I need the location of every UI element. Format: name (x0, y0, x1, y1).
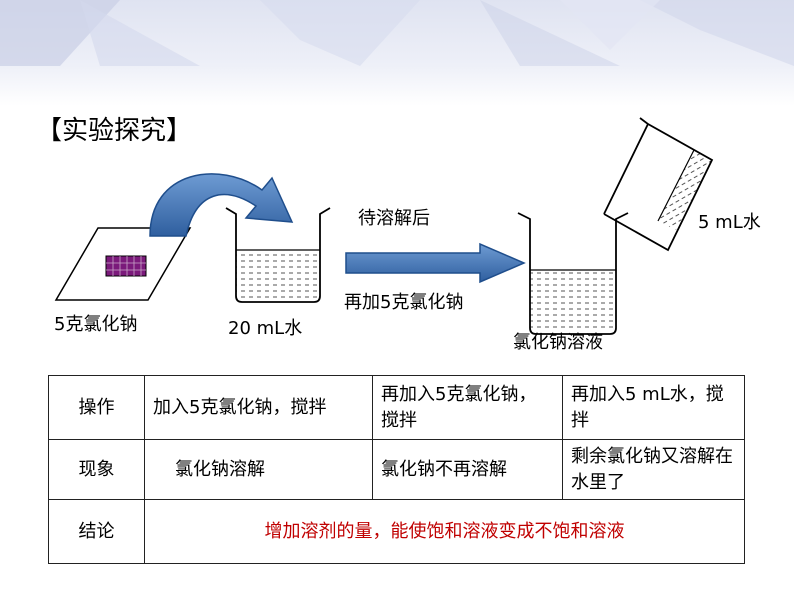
header-banner (0, 0, 794, 66)
water-label: 20 mL水 (228, 318, 303, 339)
tilted-cylinder (603, 117, 714, 252)
water-add-label: 5 mL水 (698, 212, 761, 233)
straight-arrow-icon (345, 242, 526, 284)
conclusion-cell: 增加溶剂的量，能使饱和溶液变成不饱和溶液 (144, 499, 745, 564)
table-cell: 加入5克氯化钠，搅拌 (144, 375, 373, 440)
beaker-solution (517, 212, 629, 335)
banner-fade (0, 66, 794, 106)
table-row: 操作 加入5克氯化钠，搅拌 再加入5克氯化钠，搅拌 再加入5 mL水，搅拌 (48, 375, 745, 440)
table-cell: 氯化钠不再溶解 (372, 439, 563, 500)
results-table: 操作 加入5克氯化钠，搅拌 再加入5克氯化钠，搅拌 再加入5 mL水，搅拌 现象… (48, 375, 745, 564)
row-header-conclusion: 结论 (48, 499, 145, 564)
experiment-diagram (54, 117, 714, 335)
row-header-phenomenon: 现象 (48, 439, 145, 500)
table-row: 现象 氯化钠溶解 氯化钠不再溶解 剩余氯化钠又溶解在水里了 (48, 439, 745, 500)
beaker-water (225, 207, 331, 303)
table-row: 结论 增加溶剂的量，能使饱和溶液变成不饱和溶液 (48, 499, 745, 564)
solution-label: 氯化钠溶液 (513, 332, 603, 353)
table-cell: 再加入5 mL水，搅拌 (562, 375, 745, 440)
table-cell: 氯化钠溶解 (144, 439, 373, 500)
wait-label: 待溶解后 (358, 208, 430, 229)
salt-label: 5克氯化钠 (54, 314, 138, 335)
table-cell: 再加入5克氯化钠，搅拌 (372, 375, 563, 440)
add-again-label: 再加5克氯化钠 (344, 292, 464, 313)
row-header-operation: 操作 (48, 375, 145, 440)
section-title: 【实验探究】 (36, 116, 193, 146)
table-cell: 剩余氯化钠又溶解在水里了 (562, 439, 745, 500)
salt-crystals (105, 255, 147, 277)
curved-arrow-icon (149, 173, 294, 237)
